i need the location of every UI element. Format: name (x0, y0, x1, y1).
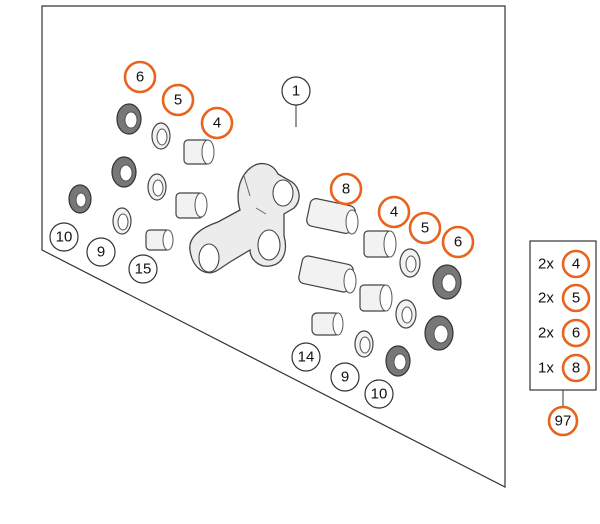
callout-1: 1 (281, 76, 311, 106)
callout-10-right: 10 (364, 379, 394, 409)
part-bushing-right-top (363, 230, 397, 258)
part-washer-right-low (354, 330, 374, 358)
callout-5-right: 5 (408, 211, 442, 245)
svg-text:6: 6 (454, 234, 462, 251)
svg-text:10: 10 (371, 386, 388, 403)
part-cap-left-mid (111, 156, 137, 188)
callout-10-left: 10 (49, 222, 79, 252)
callout-5-left: 5 (161, 83, 195, 117)
kit-row-1: 2x 4 (538, 249, 591, 279)
svg-text:1x: 1x (538, 360, 554, 377)
part-cap-right-top (432, 264, 462, 300)
part-bushing-left-mid (175, 192, 208, 219)
svg-text:2x: 2x (538, 290, 554, 307)
part-bushing-right-mid (359, 284, 393, 312)
part-seal-left (68, 184, 92, 214)
callout-6-left: 6 (123, 60, 157, 94)
repair-kit-box: 2x 4 2x 5 2x 6 1x 8 (529, 240, 597, 391)
part-cap-right-mid (424, 315, 454, 351)
callout-4-right: 4 (377, 195, 411, 229)
svg-text:2x: 2x (538, 256, 554, 273)
svg-text:97: 97 (555, 413, 572, 430)
svg-text:8: 8 (342, 181, 350, 198)
kit-row-2: 2x 5 (538, 283, 591, 313)
part-pin-right-top (306, 198, 359, 235)
svg-text:4: 4 (390, 204, 398, 221)
callout-14: 14 (291, 342, 321, 372)
callout-8: 8 (329, 172, 363, 206)
part-washer-right-mid (395, 299, 417, 329)
callout-4-left: 4 (200, 106, 234, 140)
part-linkage-body (189, 163, 300, 274)
svg-text:6: 6 (136, 69, 144, 86)
svg-text:5: 5 (421, 220, 429, 237)
kit-row-3: 2x 6 (538, 318, 591, 348)
svg-text:14: 14 (298, 349, 315, 366)
callout-6-right: 6 (441, 225, 475, 259)
kit-row-4: 1x 8 (538, 353, 591, 383)
svg-text:4: 4 (572, 256, 580, 273)
part-seal-right (385, 345, 411, 377)
svg-text:5: 5 (572, 290, 580, 307)
svg-text:9: 9 (341, 369, 349, 386)
part-bushing-left-top (183, 139, 215, 165)
svg-text:8: 8 (572, 360, 580, 377)
svg-text:2x: 2x (538, 325, 554, 342)
svg-text:10: 10 (56, 229, 73, 246)
svg-text:4: 4 (213, 115, 221, 132)
svg-text:1: 1 (292, 83, 300, 100)
part-washer-right-top (399, 248, 421, 278)
svg-text:6: 6 (572, 325, 580, 342)
part-washer-left-top (151, 122, 171, 150)
part-bushing-right-low (311, 312, 344, 336)
callout-15: 15 (128, 254, 158, 284)
svg-text:9: 9 (97, 244, 105, 261)
part-bushing-left-low (145, 229, 174, 251)
callout-9-right: 9 (330, 362, 360, 392)
callout-97: 97 (547, 405, 579, 437)
callout-9-left: 9 (86, 237, 116, 267)
part-washer-left-low (112, 207, 132, 235)
svg-text:5: 5 (174, 92, 182, 109)
part-pin-right-mid (298, 255, 357, 294)
part-washer-left-mid (147, 173, 167, 201)
svg-text:15: 15 (135, 261, 152, 278)
part-cap-left-top (116, 103, 142, 135)
